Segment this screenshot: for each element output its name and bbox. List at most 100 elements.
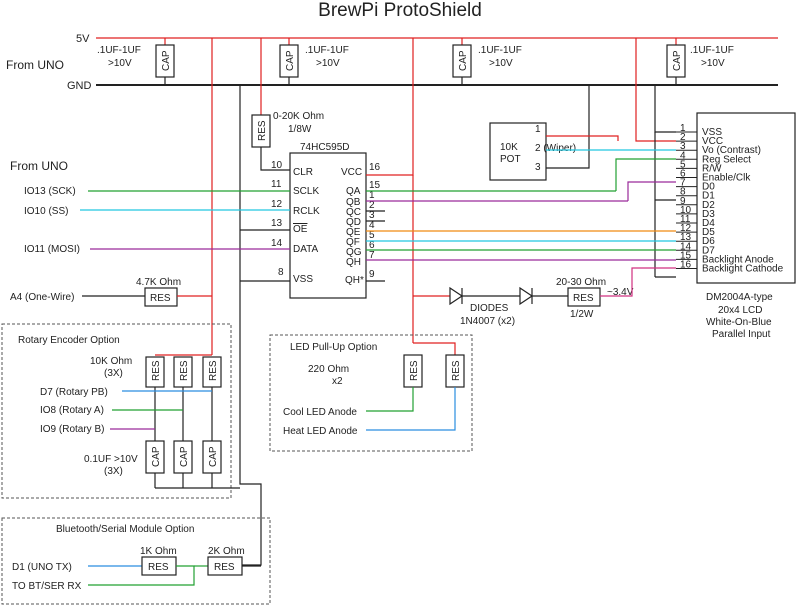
rotary-input-b: IO9 (Rotary B): [40, 424, 104, 435]
bt-divider-node: [88, 565, 195, 586]
pin-num-data: 14: [271, 238, 283, 249]
lcd-pin-label: D6: [702, 236, 715, 247]
led-res-qty: x2: [332, 376, 343, 387]
pin-label-data: DATA: [293, 244, 319, 255]
decoupling-cap-1: CAP .1UF-1UF >10V: [97, 38, 175, 85]
lcd-caption-2: 20x4 LCD: [718, 305, 762, 316]
svg-text:6: 6: [369, 240, 375, 251]
rotary-cap-value: 0.1UF >10V: [84, 454, 138, 465]
svg-text:QA: QA: [346, 186, 361, 197]
gnd-to-lcd-vss: [654, 85, 676, 133]
pin-num-sclk: 11: [271, 179, 282, 190]
res-label: RES: [208, 360, 219, 381]
res-label: RES: [150, 293, 171, 304]
pin-num-vcc: 16: [369, 162, 381, 173]
svg-text:2 (Wiper): 2 (Wiper): [535, 143, 576, 154]
clr-pullup-resistor: RES 0-20K Ohm 1/8W: [251, 111, 324, 171]
lcd-pin-num: 8: [680, 187, 686, 198]
res-power: 1/2W: [570, 309, 594, 320]
led-resistor-cool: RES: [403, 354, 423, 388]
svg-text:RES: RES: [451, 360, 462, 381]
rotary-cap-qty: (3X): [104, 466, 123, 477]
cap-value: .1UF-1UF: [97, 45, 141, 56]
res-label: RES: [573, 293, 594, 304]
svg-text:QH: QH: [346, 257, 361, 268]
lcd-pin-label: D3: [702, 209, 715, 220]
5v-to-lcd-vcc: [635, 38, 676, 142]
svg-text:5: 5: [369, 230, 375, 241]
io-label-mosi: IO11 (MOSI): [24, 244, 80, 255]
rotary-title: Rotary Encoder Option: [18, 335, 120, 346]
cap-voltage: >10V: [489, 58, 513, 69]
pin-num-clr: 10: [271, 160, 283, 171]
5v-label: 5V: [76, 33, 90, 45]
res-voltage: ~3.4V: [607, 287, 634, 298]
page-title: BrewPi ProtoShield: [318, 0, 482, 21]
res-value: 20-30 Ohm: [556, 277, 606, 288]
cap-label: CAP: [285, 50, 296, 71]
shift-register-chip: 74HC595D CLR SCLK RCLK OE DATA VSS 10 11…: [271, 142, 385, 299]
rotary-input-a: IO8 (Rotary A): [40, 405, 104, 416]
lcd-caption-1: DM2004A-type: [706, 292, 773, 303]
svg-text:QC: QC: [346, 207, 361, 218]
svg-text:QF: QF: [346, 237, 360, 248]
led-input-cool: Cool LED Anode: [283, 407, 357, 418]
lcd-pin-label: VCC: [702, 136, 723, 147]
led-res-value: 220 Ohm: [308, 364, 349, 375]
lcd-caption-4: Parallel Input: [712, 329, 771, 340]
lcd-pin-label: Vo (Contrast): [702, 145, 761, 156]
lcd-pin-num: 9: [680, 196, 686, 207]
gnd-label: GND: [67, 80, 92, 92]
bt-r2-value: 2K Ohm: [208, 546, 245, 557]
cap-value: .1UF-1UF: [478, 45, 522, 56]
from-uno-label-top: From UNO: [6, 58, 64, 72]
rotary-res-value: 10K Ohm: [90, 356, 132, 367]
svg-text:2: 2: [369, 200, 375, 211]
gnd-drop-left: [239, 85, 262, 566]
bt-title: Bluetooth/Serial Module Option: [56, 524, 194, 535]
lcd-pin-num: 11: [680, 214, 691, 225]
bt-resistor-1k: RES: [141, 556, 177, 576]
cap-value: .1UF-1UF: [305, 45, 349, 56]
svg-text:1: 1: [369, 190, 375, 201]
io-label-onewire: A4 (One-Wire): [10, 292, 74, 303]
io-label-ss: IO10 (SS): [24, 206, 68, 217]
rotary-option-box: [1, 323, 232, 499]
lcd-pin-num: 12: [680, 223, 692, 234]
cap-label: CAP: [458, 50, 469, 71]
diodes-label: DIODES: [470, 303, 509, 314]
lcd-pin-label: D5: [702, 227, 715, 238]
bt-option-box: [1, 517, 271, 605]
onewire-pullup-resistor: 4.7K Ohm RES: [82, 277, 212, 307]
lcd-pin-num: 16: [680, 260, 692, 271]
lcd-pin-label: Enable/Clk: [702, 173, 751, 184]
res-value: 4.7K Ohm: [136, 277, 181, 288]
svg-text:RES: RES: [148, 562, 169, 573]
res-power: 1/8W: [288, 124, 312, 135]
svg-text:1: 1: [535, 124, 541, 135]
lcd-pin-num: 5: [680, 159, 686, 170]
pin-label-vss: VSS: [293, 274, 313, 285]
cap-label: CAP: [161, 50, 172, 71]
pin-num-vss: 8: [278, 267, 284, 278]
svg-text:RES: RES: [409, 360, 420, 381]
decoupling-cap-3: CAP .1UF-1UF >10V: [452, 38, 522, 85]
svg-text:3: 3: [369, 210, 375, 221]
svg-text:QG: QG: [346, 247, 362, 258]
lcd-pin-label: D0: [702, 182, 715, 193]
svg-text:QD: QD: [346, 217, 361, 228]
cap-label: CAP: [672, 50, 683, 71]
led-resistor-heat: RES: [445, 354, 465, 388]
res-value: 0-20K Ohm: [273, 111, 324, 122]
rotary-res-qty: (3X): [104, 368, 123, 379]
pin-label-oe: OE: [293, 224, 308, 235]
svg-text:QE: QE: [346, 227, 361, 238]
svg-text:15: 15: [369, 180, 381, 191]
cap-voltage: >10V: [701, 58, 725, 69]
qa-to-regselect: [615, 158, 676, 191]
svg-text:4: 4: [369, 220, 375, 231]
led-5v-bus: [413, 342, 456, 355]
diodes-part: 1N4007 (x2): [460, 316, 515, 327]
cap-voltage: >10V: [316, 58, 340, 69]
